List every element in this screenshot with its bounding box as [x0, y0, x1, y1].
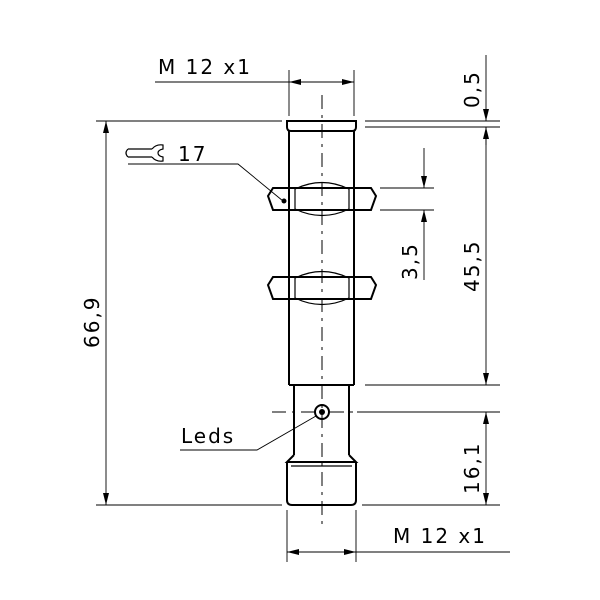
- leds-label: Leds: [181, 424, 235, 448]
- bottom-thread-dimension: M 12 x1: [286, 510, 510, 562]
- top-gap-label: 0,5: [460, 70, 484, 108]
- leds-leader: [180, 415, 317, 451]
- nut-thickness-label: 3,5: [398, 242, 422, 280]
- wrench-size-label: 17: [178, 142, 207, 166]
- overall-length-dimension: 66,9: [80, 120, 282, 506]
- overall-length-label: 66,9: [80, 295, 104, 348]
- nut-thickness-dimension: 3,5: [380, 148, 434, 280]
- wrench-leader-dot: [281, 198, 287, 204]
- sensor-tip: [286, 120, 357, 132]
- connector-length-label: 16,1: [460, 441, 484, 494]
- wrench-leader: [128, 163, 284, 202]
- right-dimensions: 0,5 45,5 16,1: [357, 55, 500, 506]
- top-thread-dimension: M 12 x1: [155, 55, 355, 116]
- housing-shoulder: [284, 454, 359, 463]
- thread-length-label: 45,5: [460, 239, 484, 292]
- wrench-callout: 17: [125, 142, 287, 204]
- wrench-icon: [125, 144, 164, 162]
- bottom-thread-label: M 12 x1: [393, 524, 487, 548]
- top-thread-label: M 12 x1: [158, 55, 252, 79]
- leds-callout: Leds: [180, 415, 317, 451]
